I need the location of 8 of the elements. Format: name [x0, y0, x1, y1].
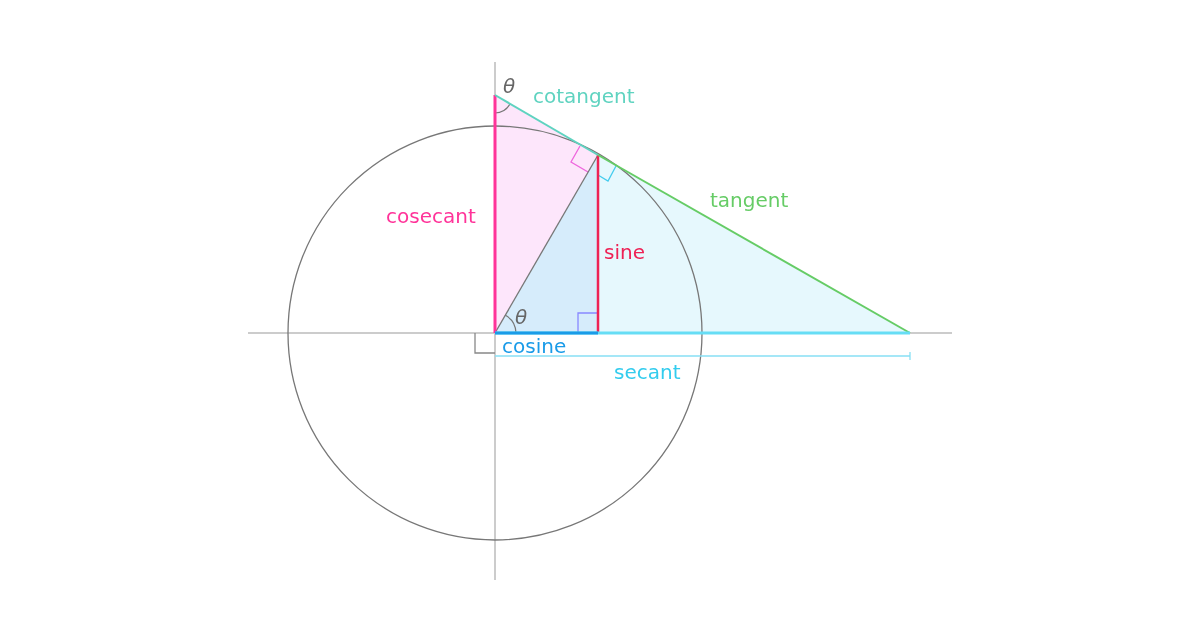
secant-label: secant	[614, 360, 681, 384]
sine-label: sine	[604, 240, 645, 264]
cosine-label: cosine	[502, 334, 567, 358]
angle-label: θ	[503, 74, 516, 98]
angle-label: θ	[515, 305, 528, 329]
cosecant-label: cosecant	[386, 204, 476, 228]
cotangent-label: cotangent	[533, 84, 635, 108]
tangent-label: tangent	[710, 188, 789, 212]
